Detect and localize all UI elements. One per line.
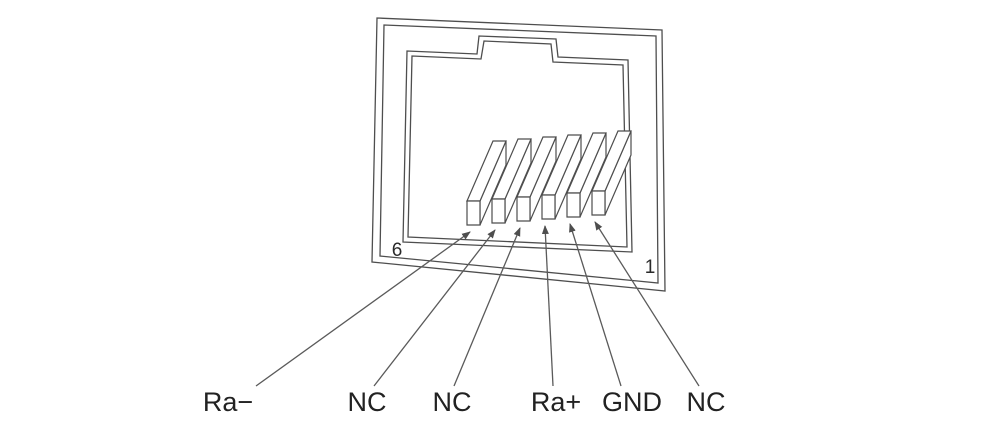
cavity-inner-wall (407, 40, 628, 248)
housing-outer-border (371, 17, 666, 292)
pin-5-front-face (491, 198, 506, 224)
cavity-outline (402, 35, 633, 253)
pin-4-front-face (516, 196, 531, 222)
pin-labels: Ra− NC NC Ra+ GND NC (203, 387, 726, 417)
corner-number-1: 1 (645, 257, 656, 278)
pin-2-label: GND (602, 387, 662, 417)
leader-pin-3 (541, 225, 554, 387)
pin-6-front-face (466, 200, 481, 226)
pin-6-label: Ra− (203, 387, 253, 417)
jack-housing (371, 17, 666, 292)
pin-4-label: NC (433, 387, 472, 417)
leader-lines (255, 221, 700, 387)
pin-1 (591, 130, 632, 216)
contact-pins (466, 130, 632, 226)
pin-2-front-face (566, 192, 581, 218)
pin-2 (566, 132, 607, 218)
pin-6 (466, 140, 507, 226)
leader-pin-6 (255, 231, 471, 387)
housing-inner-border (379, 24, 659, 284)
corner-number-6: 6 (392, 240, 403, 261)
leader-pin-1 (594, 221, 700, 387)
pin-4 (516, 136, 557, 222)
leader-pin-4 (453, 227, 521, 387)
leader-pin-2 (569, 223, 622, 387)
pin-5 (491, 138, 532, 224)
pin-5-label: NC (348, 387, 387, 417)
pin-1-front-face (591, 190, 606, 216)
pin-3-front-face (541, 194, 556, 220)
pin-1-label: NC (687, 387, 726, 417)
pin-3-label: Ra+ (531, 387, 581, 417)
jack-cavity (402, 35, 633, 253)
leader-pin-5 (373, 229, 496, 387)
pin-3 (541, 134, 582, 220)
